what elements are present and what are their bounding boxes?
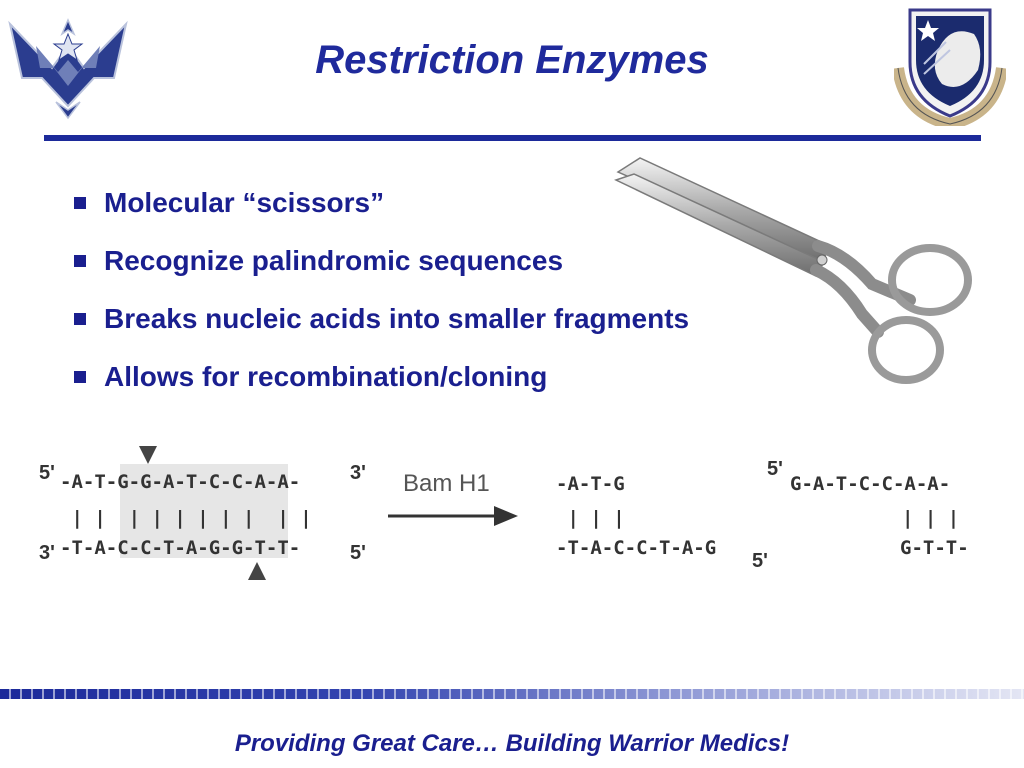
bullet-list: Molecular “scissors” Recognize palindrom… (72, 180, 689, 412)
left-fragment-bonds: | | | (556, 507, 625, 529)
square-bullet-icon (74, 255, 86, 267)
original-bonds: | | | | | | | | | | (60, 507, 312, 529)
three-prime-label: 3' (350, 462, 366, 484)
enzyme-label: Bam H1 (403, 470, 490, 497)
original-bottom-strand: -T-A-C-C-T-A-G-G-T-T- (60, 537, 301, 559)
footer-divider (0, 689, 1024, 699)
scissors-image (610, 150, 990, 400)
medical-wing-shield-icon (892, 8, 1008, 131)
bullet-item: Allows for recombination/cloning (72, 354, 689, 412)
air-force-wings-icon (8, 18, 128, 120)
title-divider (44, 135, 981, 141)
bullet-item: Recognize palindromic sequences (72, 238, 689, 296)
five-prime-label: 5' (767, 458, 783, 480)
original-top-strand: -A-T-G-G-A-T-C-C-A-A- (60, 471, 301, 493)
square-bullet-icon (74, 197, 86, 209)
scissors-icon (614, 157, 972, 384)
left-fragment-top-strand: -A-T-G (556, 473, 625, 495)
five-prime-label: 5' (350, 542, 366, 564)
three-prime-label: 3' (39, 542, 55, 564)
square-bullet-icon (74, 371, 86, 383)
bullet-item: Molecular “scissors” (72, 180, 689, 238)
five-prime-label: 5' (39, 462, 55, 484)
slide-title: Restriction Enzymes (315, 38, 709, 82)
square-bullet-icon (74, 313, 86, 325)
right-fragment-bottom-strand: G-T-T- (900, 537, 969, 559)
bullet-item: Breaks nucleic acids into smaller fragme… (72, 296, 689, 354)
five-prime-label: 5' (752, 550, 768, 572)
reaction-arrow-icon (388, 506, 518, 526)
cut-site-arrow-up-icon (248, 562, 266, 580)
cut-site-arrow-down-icon (139, 446, 157, 464)
right-fragment-top-strand: G-A-T-C-C-A-A- (790, 473, 951, 495)
left-fragment-bottom-strand: -T-A-C-C-T-A-G (556, 537, 717, 559)
recognition-site-highlight (120, 464, 288, 558)
right-fragment-bonds: | | | (902, 507, 960, 529)
medical-wing-logo (892, 4, 1008, 131)
air-force-logo (6, 6, 130, 124)
footer-tagline: Providing Great Care… Building Warrior M… (234, 730, 790, 757)
